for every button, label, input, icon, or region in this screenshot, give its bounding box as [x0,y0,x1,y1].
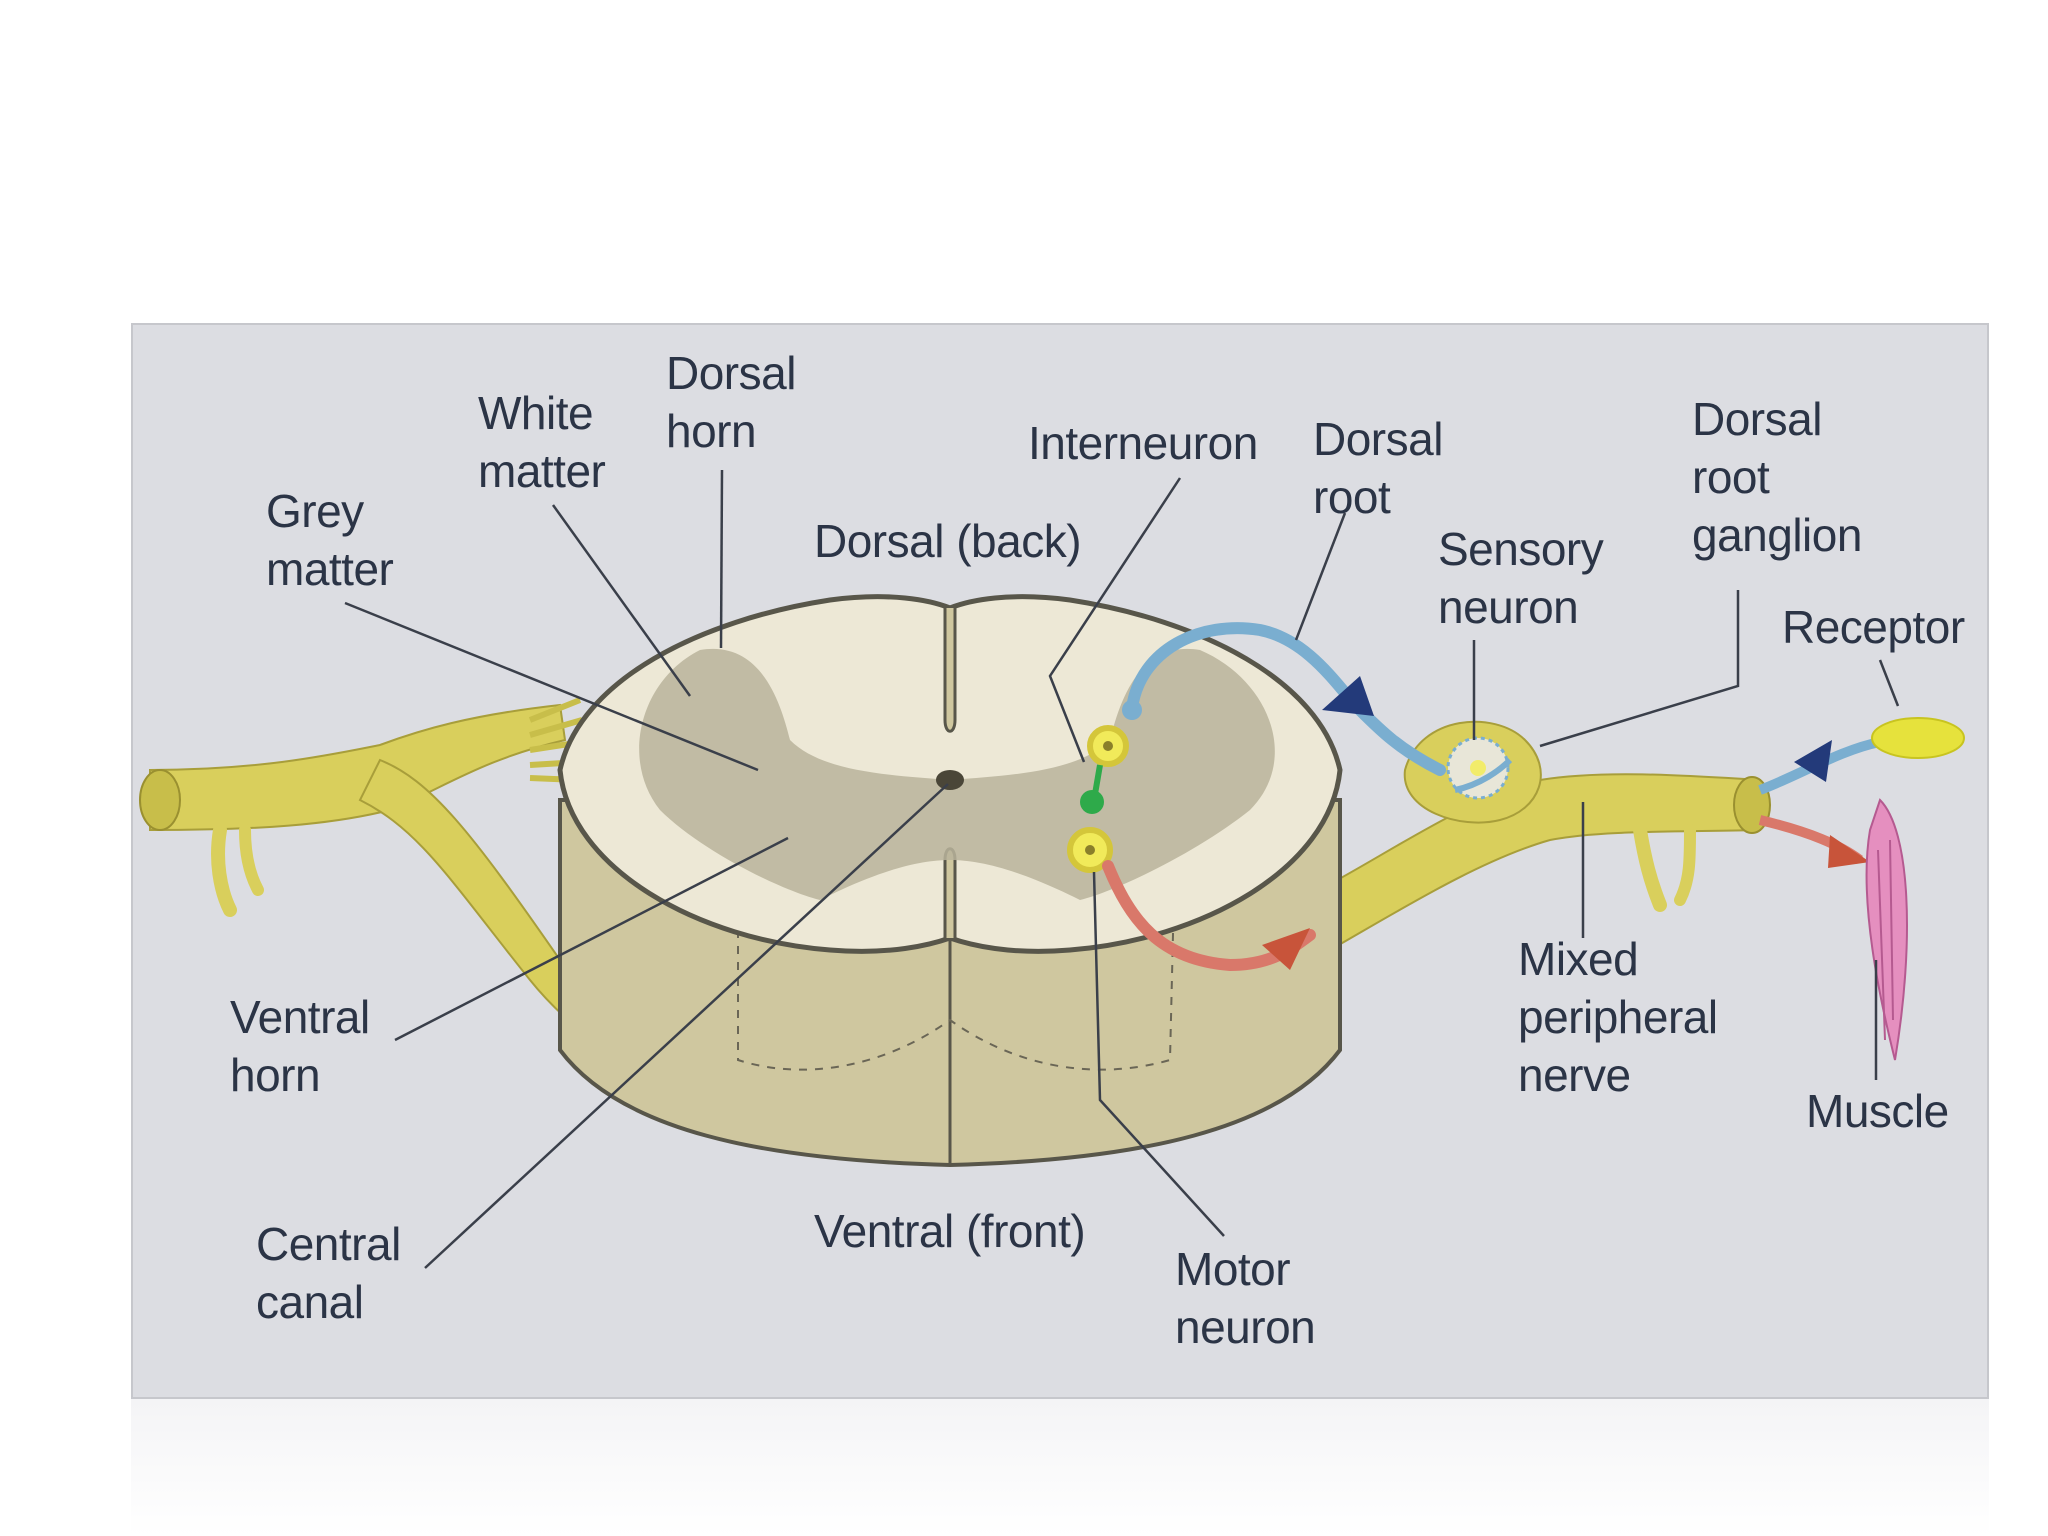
receptor-shape [1871,717,1965,759]
label-sensory-neuron: Sensory neuron [1438,523,1604,633]
motor-arrowhead [1262,928,1310,970]
label-muscle: Muscle [1806,1085,1949,1137]
label-dorsal-horn: Dorsal horn [666,347,796,457]
interneuron-synapse [1080,790,1104,814]
label-ventral-horn: Ventral horn [230,991,370,1101]
label-dorsal-root: Dorsal root [1313,413,1443,523]
label-interneuron: Interneuron [1028,417,1258,469]
label-grey-matter: Grey matter [266,485,394,595]
leader-lines [344,469,1900,1269]
label-white-matter: White matter [478,387,606,497]
left-spinal-nerve [139,697,722,1112]
central-canal-dot [936,770,964,790]
label-dorsal-back: Dorsal (back) [814,515,1082,567]
label-receptor: Receptor [1782,601,1965,653]
label-mixed-peripheral-nerve: Mixed peripheral nerve [1518,933,1718,1101]
sensory-arrowhead [1322,676,1374,716]
label-dorsal-root-ganglion: Dorsal root ganglion [1692,393,1862,561]
label-motor-neuron: Motor neuron [1175,1243,1316,1353]
grey-matter-region [639,648,1275,900]
sensory-pathway [1126,622,1446,776]
panel-bottom-fade [131,1399,1989,1536]
label-ventral-front: Ventral (front) [814,1205,1086,1257]
right-spinal-nerve [1289,720,1771,958]
label-central-canal: Central canal [256,1218,401,1328]
muscle-shape [1865,798,1908,1061]
